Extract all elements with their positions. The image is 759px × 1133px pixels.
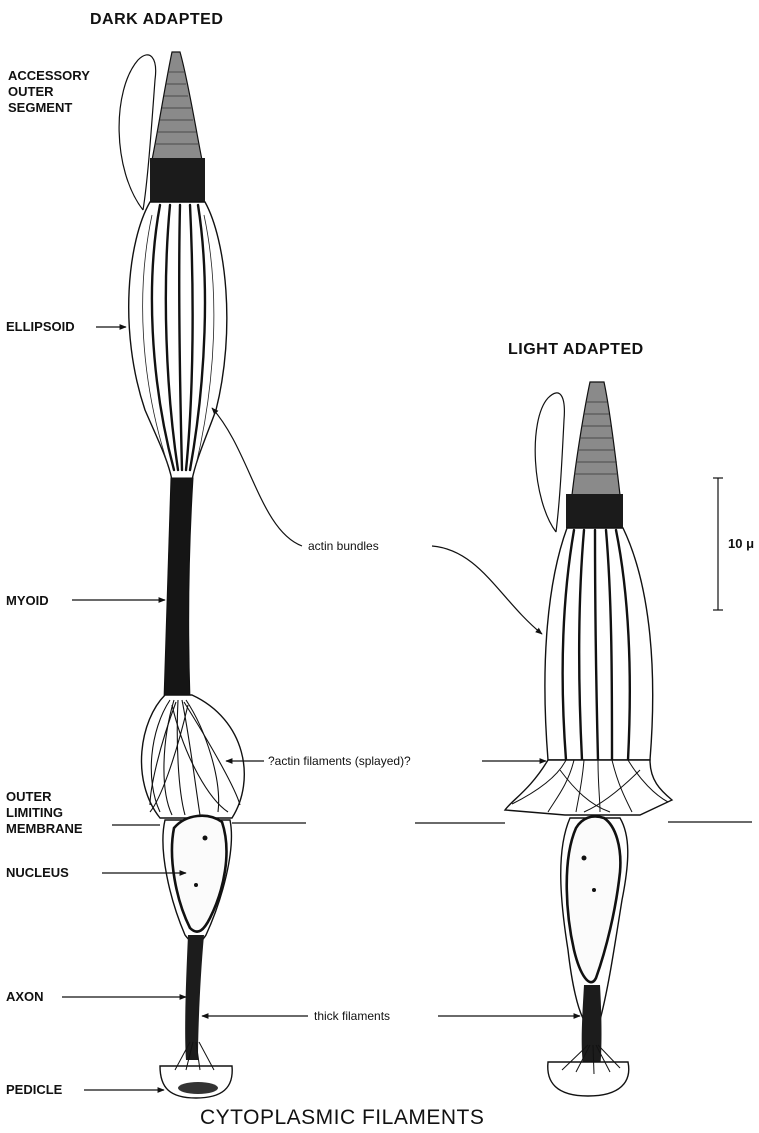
dark-splayed-region [141, 695, 244, 818]
figure-title: CYTOPLASMIC FILAMENTS [200, 1106, 484, 1129]
myoid-label: MYOID [6, 593, 49, 608]
dark-myoid [164, 478, 193, 700]
actin-bundles-leader-left [212, 408, 302, 546]
actin-bundles-leader-right [432, 546, 542, 634]
nucleus-label: NUCLEUS [6, 865, 69, 880]
light-splayed-region [505, 760, 672, 815]
axon-label: AXON [6, 989, 44, 1004]
svg-text:OUTER: OUTER [8, 84, 54, 99]
light-accessory-outer-segment [535, 393, 564, 532]
light-pedicle [548, 1062, 629, 1096]
light-axon [582, 985, 602, 1070]
dark-axon [185, 935, 204, 1060]
svg-text:OUTER: OUTER [6, 789, 52, 804]
light-adapted-cell [505, 382, 672, 1096]
actin-bundles-label: actin bundles [308, 539, 379, 553]
svg-text:SEGMENT: SEGMENT [8, 100, 72, 115]
light-cilia-band [566, 494, 623, 528]
dark-adapted-heading: DARK ADAPTED [90, 11, 223, 28]
accessory-outer-segment-label: ACCESSORY OUTER SEGMENT [8, 68, 90, 115]
svg-text:ACCESSORY: ACCESSORY [8, 68, 90, 83]
svg-text:LIMITING: LIMITING [6, 805, 63, 820]
scale-bar: 10 μ [713, 478, 754, 610]
light-outer-segment [572, 382, 620, 495]
ellipsoid-label: ELLIPSOID [6, 319, 75, 334]
dark-adapted-cell [119, 52, 244, 1098]
light-adapted-heading: LIGHT ADAPTED [508, 341, 644, 358]
pedicle-label: PEDICLE [6, 1082, 63, 1097]
svg-text:MEMBRANE: MEMBRANE [6, 821, 83, 836]
dark-cilia-band [150, 158, 205, 202]
outer-limiting-membrane-label: OUTER LIMITING MEMBRANE [6, 789, 83, 836]
light-ellipsoid [545, 528, 653, 760]
actin-filaments-label: ?actin filaments (splayed)? [268, 754, 411, 768]
scale-bar-label: 10 μ [728, 536, 754, 551]
thick-filaments-label: thick filaments [314, 1009, 390, 1023]
